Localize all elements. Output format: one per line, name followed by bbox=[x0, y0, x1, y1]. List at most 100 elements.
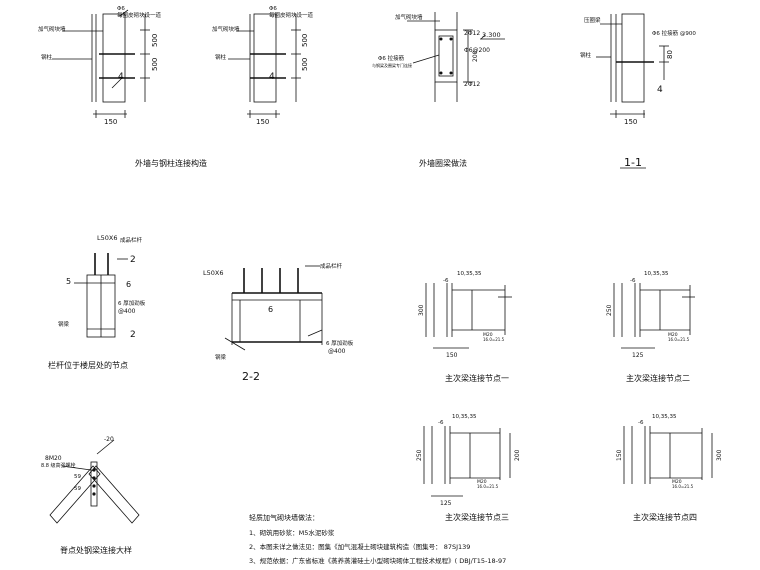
dim-200: 200 bbox=[472, 50, 479, 62]
label-bolt: 8M20 bbox=[45, 455, 62, 462]
dim-80: 80 bbox=[666, 50, 674, 59]
detail-node-1: 10,35,35 -6 300 150 M20 16.0=21.5 主次梁连接节… bbox=[418, 271, 512, 383]
label-column: 钢柱 bbox=[41, 53, 53, 61]
label-angle: L50X6 bbox=[97, 234, 117, 242]
detail-section-2-2: L50X6 成品栏杆 6 6 厚加劲板 @400 钢梁 2-2 bbox=[203, 262, 354, 383]
label-thickness: -6 bbox=[638, 420, 644, 426]
notes-line-2: 2、本图未详之做法见：图集《加气混凝土砌块建筑构造（图集号： 87SJ139 bbox=[249, 542, 470, 551]
num-5: 5 bbox=[66, 277, 71, 286]
label-wall: 加气砌块墙 bbox=[395, 13, 423, 21]
right-rafter bbox=[88, 465, 140, 524]
title-node-3: 主次梁连接节点三 bbox=[445, 512, 509, 522]
label-bolt-hole: 16.0=21.5 bbox=[672, 484, 694, 489]
dim-59-upper: 59 bbox=[74, 474, 81, 480]
label-bolt-grade: 8.8 级高强螺栓 bbox=[41, 462, 76, 469]
title-railing-node: 栏杆位于楼层处的节点 bbox=[48, 360, 128, 370]
label-plate: 6 厚加劲板 bbox=[326, 339, 354, 347]
notes-line-3: 3、规范依据：广东省标准《蒸养蒸灌硅土小型砌块砌体工程技术规程》( DBJ/T1… bbox=[249, 556, 506, 565]
label-beam: 压圈梁 bbox=[584, 16, 601, 24]
dim-300: 300 bbox=[418, 304, 425, 316]
title-ring-beam: 外墙圈梁做法 bbox=[419, 158, 467, 168]
label-bolt: M20 bbox=[477, 479, 487, 485]
label-pitch: 10,35,35 bbox=[644, 271, 669, 277]
label-every-course: 每圈皮砌块设一道 bbox=[269, 11, 314, 19]
dim-500-lower: 500 bbox=[151, 58, 159, 71]
dim-250: 250 bbox=[416, 449, 423, 461]
detail-ridge-connection: 8M20 8.8 级高强螺栓 -20 59 59 脊点处钢梁连接大样 bbox=[41, 436, 140, 555]
label-spacing: @400 bbox=[118, 308, 136, 315]
general-notes: 轻质加气砌块墙做法： 1、砌筑用砂浆：M5水泥砂浆 2、本图未详之做法见：图集《… bbox=[249, 513, 506, 565]
dim-150: 150 bbox=[446, 352, 458, 359]
title-1-1: 1-1 bbox=[624, 156, 642, 169]
label-stirrup: Φ6@200 bbox=[464, 47, 490, 54]
wall-section bbox=[102, 13, 126, 103]
dim-200: 200 bbox=[514, 449, 521, 461]
label-elevation: 3.300 bbox=[482, 31, 501, 39]
detail-railing-node: L50X6 成品栏杆 2 2 5 6 6 厚加劲板 @400 钢梁 栏杆位于楼层… bbox=[48, 234, 146, 370]
num-6: 6 bbox=[268, 305, 273, 314]
dim-150: 150 bbox=[616, 449, 623, 461]
dim-500-lower: 500 bbox=[301, 58, 309, 71]
label-spacing: @400 bbox=[328, 348, 346, 355]
dim-125: 125 bbox=[440, 500, 452, 507]
section-mark-top: 2 bbox=[130, 255, 136, 265]
label-column: 钢柱 bbox=[215, 53, 227, 61]
dim-150: 150 bbox=[256, 118, 269, 126]
label-bottom-bar: 2Φ12 bbox=[464, 81, 480, 88]
ring-beam-outline bbox=[434, 29, 458, 83]
detail-node-4: 10,35,35 -6 150 300 M20 16.0=21.5 主次梁连接节… bbox=[616, 414, 723, 522]
detail-node-3: 10,35,35 -6 250 200 125 M20 16.0=21.5 主次… bbox=[416, 414, 521, 522]
dim-150: 150 bbox=[624, 118, 637, 126]
detail-wall-column-2: 加气砌块墙 Φ6 每圈皮砌块设一道 钢柱 500 500 4 150 bbox=[212, 6, 314, 126]
num-4: 4 bbox=[269, 72, 275, 82]
label-every-course: 每圈皮砌块设一道 bbox=[117, 11, 162, 19]
label-bolt: M20 bbox=[483, 332, 493, 338]
label-wall: 加气砌块墙 bbox=[212, 25, 240, 33]
detail-wall-column-1: 加气砌块墙 Φ6 每圈皮砌块设一道 钢柱 500 500 4 150 外墙与钢柱… bbox=[38, 6, 207, 168]
notes-line-1: 1、砌筑用砂浆：M5水泥砂浆 bbox=[249, 528, 335, 537]
label-rail: 成品栏杆 bbox=[120, 236, 143, 244]
num-4: 4 bbox=[657, 85, 663, 95]
label-tie-bar: Φ6 拉接筋 @900 bbox=[652, 29, 696, 37]
num-4: 4 bbox=[118, 72, 124, 82]
label-top-bar: 2Φ12 bbox=[464, 30, 480, 37]
label-beam: 钢梁 bbox=[58, 320, 70, 328]
label-phi6: Φ6 bbox=[269, 6, 277, 12]
label-note: 与钢梁及圈梁专门连接 bbox=[372, 62, 412, 68]
dim-300: 300 bbox=[716, 449, 723, 461]
label-thickness: -6 bbox=[630, 278, 636, 284]
title-node-4: 主次梁连接节点四 bbox=[633, 512, 697, 522]
label-pitch: 10,35,35 bbox=[457, 271, 482, 277]
label-bolt-hole: 16.0=21.5 bbox=[668, 337, 690, 342]
wall-section bbox=[253, 13, 277, 103]
label-thickness: -6 bbox=[438, 420, 444, 426]
label-column: 钢柱 bbox=[580, 51, 592, 59]
dim-500-upper: 500 bbox=[301, 34, 309, 47]
title-node-2: 主次梁连接节点二 bbox=[626, 373, 690, 383]
title-2-2: 2-2 bbox=[242, 370, 260, 383]
title-wall-column: 外墙与钢柱连接构造 bbox=[135, 158, 207, 168]
left-rafter bbox=[49, 465, 101, 524]
dim-150: 150 bbox=[104, 118, 117, 126]
label-phi6: Φ6 bbox=[117, 6, 125, 12]
end-plate bbox=[90, 461, 98, 507]
label-wall: 加气砌块墙 bbox=[38, 25, 66, 33]
label-pitch: 10,35,35 bbox=[652, 414, 677, 420]
label-bolt: M20 bbox=[672, 479, 682, 485]
label-plate: 6 厚加劲板 bbox=[118, 299, 146, 307]
detail-ring-beam: 加气砌块墙 2Φ12 Φ6@200 2Φ12 3.300 200 Φ6 拉接筋 … bbox=[372, 12, 505, 168]
section-mark-bottom: 2 bbox=[130, 330, 136, 340]
label-beam: 钢梁 bbox=[215, 353, 227, 361]
notes-heading: 轻质加气砌块墙做法： bbox=[249, 513, 319, 522]
dim-125: 125 bbox=[632, 352, 644, 359]
dim-59-lower: 59 bbox=[74, 486, 81, 492]
label-tie-bar: Φ6 拉接筋 bbox=[378, 54, 405, 62]
detail-section-1-1: 压圈梁 Φ6 拉接筋 @900 钢柱 80 4 150 1-1 bbox=[580, 13, 696, 169]
label-pitch: 10,35,35 bbox=[452, 414, 477, 420]
label-bolt-hole: 16.0=21.5 bbox=[477, 484, 499, 489]
dim-500-upper: 500 bbox=[151, 34, 159, 47]
label-plate: -20 bbox=[104, 436, 114, 443]
label-thickness: -6 bbox=[443, 278, 449, 284]
title-node-1: 主次梁连接节点一 bbox=[445, 373, 509, 383]
